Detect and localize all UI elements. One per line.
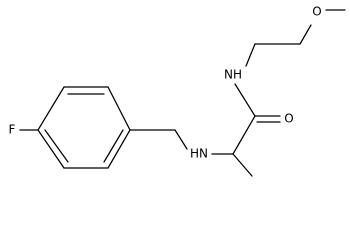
amide-nitrogen-label: NH	[224, 68, 242, 82]
ether-oxygen-label: O	[312, 5, 321, 19]
chemical-structure-diagram: F HN NH O O	[9, 5, 346, 177]
bond-ch2-ether-o	[299, 24, 312, 45]
ring-bond-c3-c4	[107, 86, 131, 131]
ring-inner-double-bond-left	[44, 129, 69, 163]
ring-bond-c1-c2	[37, 86, 65, 131]
ring-bond-c4-c5	[107, 129, 131, 169]
bond-alpha-carbon-methyl	[232, 153, 253, 177]
ring-inner-double-bond-right	[103, 129, 124, 163]
bond-ch2-nh	[174, 129, 188, 150]
bond-lines	[19, 9, 346, 177]
carbonyl-oxygen-label: O	[284, 112, 293, 126]
bond-alpha-carbon-carbonyl	[232, 115, 256, 155]
ring-bond-c6-c1	[37, 129, 65, 169]
bond-carbonyl-amide-n	[234, 83, 256, 117]
fluorine-atom-label: F	[9, 123, 16, 137]
atom-labels: F HN NH O O	[9, 5, 322, 161]
amine-nitrogen-label: HN	[190, 147, 208, 161]
bond-amide-n-ch2	[245, 43, 256, 67]
